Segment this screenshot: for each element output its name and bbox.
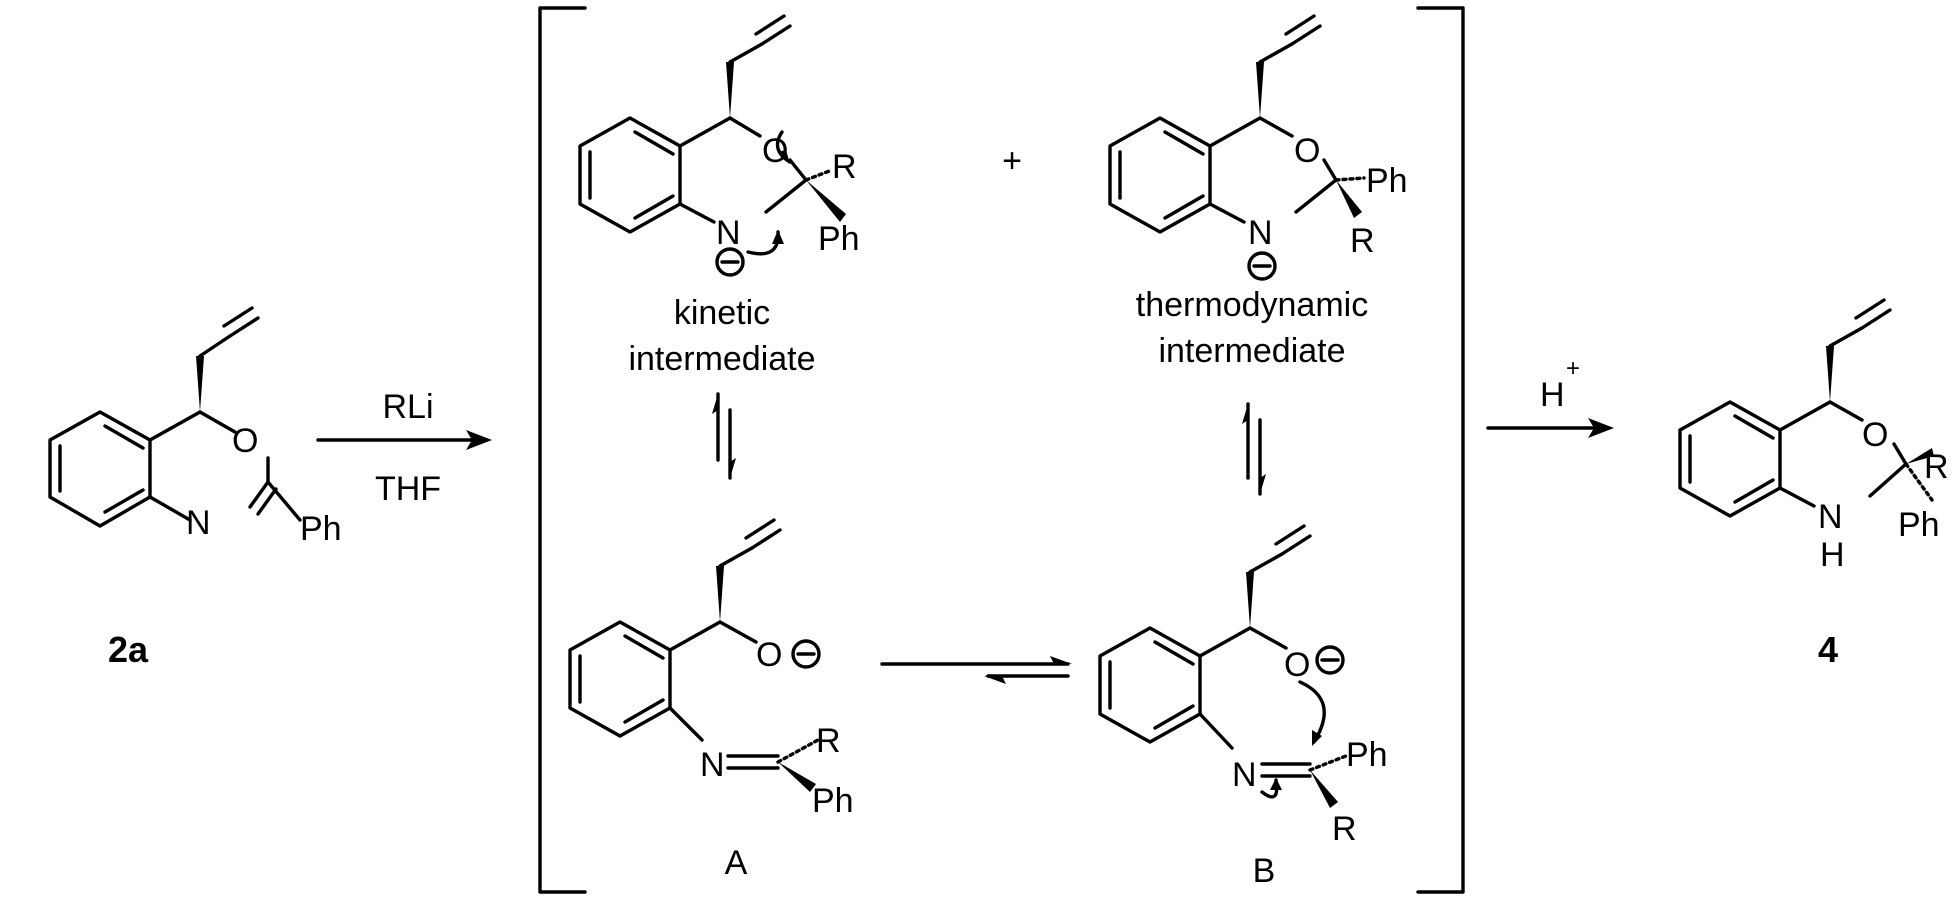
caption-kinetic-line2: intermediate xyxy=(628,340,815,378)
compound-2a: O N Ph 2a xyxy=(48,306,342,670)
atom-n-b: N xyxy=(1232,756,1257,794)
substituent-ph-kinetic: Ph xyxy=(818,220,860,258)
substituent-ph-2a: Ph xyxy=(300,510,342,548)
atom-o-a: O xyxy=(756,636,782,674)
equilibrium-arrow-left xyxy=(712,392,736,480)
caption-kinetic-line1: kinetic xyxy=(674,294,770,332)
solvent-thf: THF xyxy=(375,470,441,508)
substituent-ph-a: Ph xyxy=(812,782,854,820)
atom-o-b: O xyxy=(1284,646,1310,684)
caption-thermo-line1: thermodynamic xyxy=(1136,286,1368,324)
atom-o-kinetic: O xyxy=(762,132,788,170)
reaction-arrow-2: H + xyxy=(1486,355,1614,438)
open-chain-a: O N R Ph A xyxy=(568,518,854,882)
bracket-right xyxy=(1416,6,1465,894)
atom-o-thermo: O xyxy=(1294,132,1320,170)
equilibrium-arrow-right xyxy=(1242,402,1266,496)
compound-label-b: B xyxy=(1253,852,1276,890)
substituent-r-kinetic: R xyxy=(832,148,857,186)
kinetic-intermediate: O N R Ph kinetic intermediate xyxy=(578,14,860,378)
reagent-proton-charge: + xyxy=(1566,355,1580,382)
compound-label-4: 4 xyxy=(1818,629,1838,670)
reagent-rli: RLi xyxy=(382,388,433,426)
atom-n-2a: N xyxy=(186,504,211,542)
reagent-proton: H xyxy=(1540,376,1565,414)
substituent-r-a: R xyxy=(816,722,841,760)
substituent-ph-thermo: Ph xyxy=(1366,162,1408,200)
thermodynamic-intermediate: O N Ph R thermodynamic intermediate xyxy=(1108,14,1408,370)
substituent-ph-b: Ph xyxy=(1346,736,1388,774)
atom-n-4: N xyxy=(1818,498,1843,536)
substituent-r-b: R xyxy=(1332,810,1357,848)
caption-thermo-line2: intermediate xyxy=(1158,332,1345,370)
equilibrium-arrow-ab xyxy=(880,656,1072,684)
atom-n-a: N xyxy=(700,746,725,784)
substituent-ph-4: Ph xyxy=(1898,506,1940,544)
plus-sign: + xyxy=(1002,142,1022,180)
compound-label-2a: 2a xyxy=(108,629,149,670)
compound-4: O N H R Ph 4 xyxy=(1678,298,1949,670)
atom-n-kinetic: N xyxy=(716,214,741,252)
atom-o-2a: O xyxy=(232,422,258,460)
reaction-arrow-1: RLi THF xyxy=(316,388,492,508)
bracket-left xyxy=(538,6,587,894)
atom-n-thermo: N xyxy=(1248,214,1273,252)
atom-o-4: O xyxy=(1862,416,1888,454)
compound-label-a: A xyxy=(725,844,748,882)
substituent-r-thermo: R xyxy=(1350,222,1375,260)
atom-h-4: H xyxy=(1820,536,1845,574)
open-chain-b: O N Ph R B xyxy=(1098,524,1388,890)
substituent-r-4: R xyxy=(1924,448,1949,486)
